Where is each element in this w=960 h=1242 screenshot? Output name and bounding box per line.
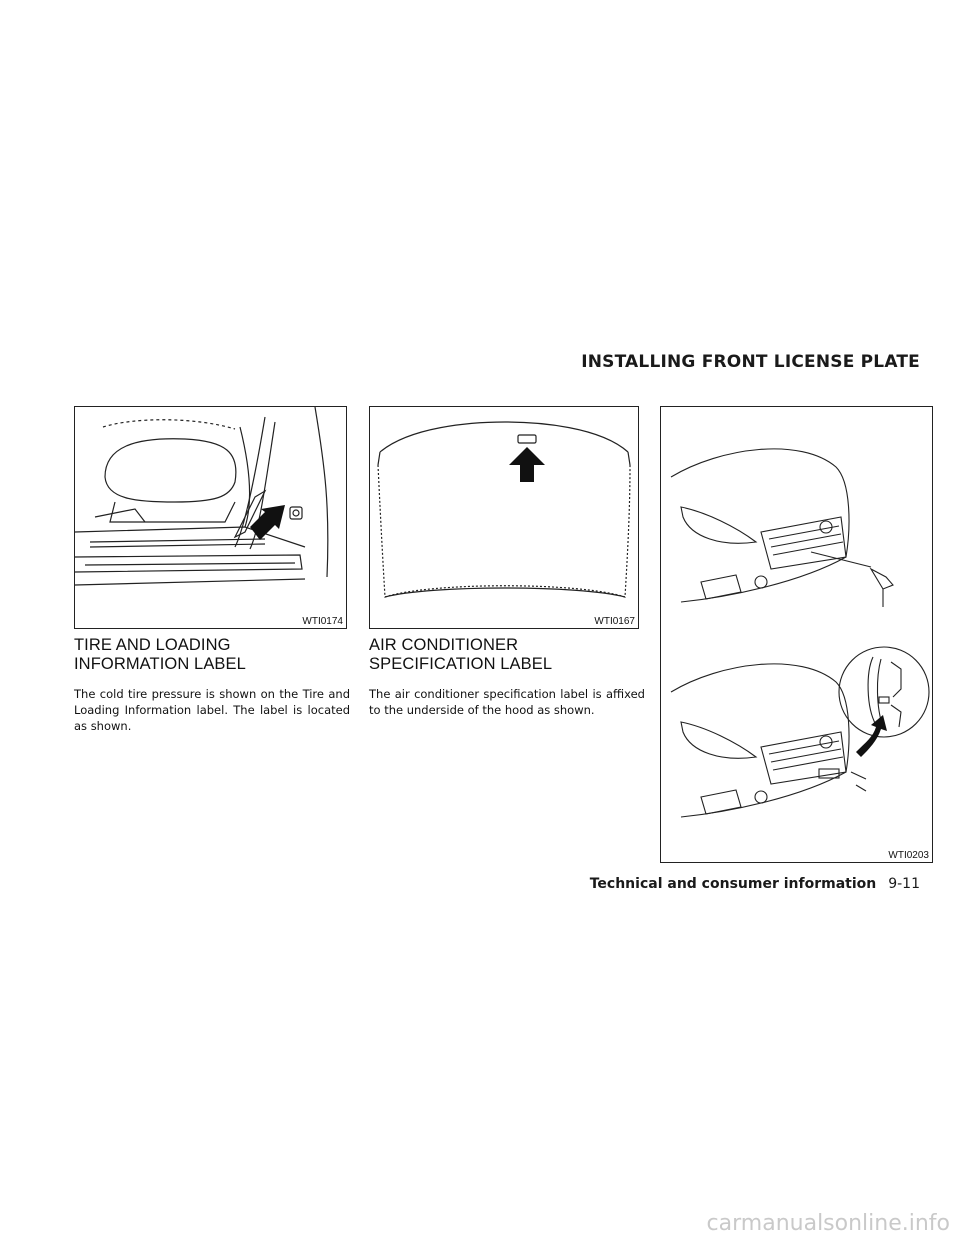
section-tire-loading: TIRE AND LOADING INFORMATION LABEL The c… <box>74 636 350 734</box>
section-title: TIRE AND LOADING INFORMATION LABEL <box>74 636 246 673</box>
figure-license-plate: WTI0203 <box>660 406 933 863</box>
figure-code: WTI0174 <box>302 616 343 627</box>
section-body: The air conditioner specification label … <box>369 687 645 717</box>
section-heading: INSTALLING FRONT LICENSE PLATE <box>581 352 920 372</box>
seat-door-sill-illustration <box>75 407 329 586</box>
section-body: The cold tire pressure is shown on the T… <box>74 687 350 733</box>
footer-page-number: 9-11 <box>888 876 920 892</box>
figure-ac-label: WTI0167 <box>369 406 639 629</box>
figure-code: WTI0167 <box>594 616 635 627</box>
section-air-conditioner: AIR CONDITIONER SPECIFICATION LABEL The … <box>369 636 645 718</box>
watermark-text: carmanualsonline.info <box>706 1211 950 1236</box>
figure-tire-label: WTI0174 <box>74 406 347 629</box>
section-title: AIR CONDITIONER SPECIFICATION LABEL <box>369 636 553 673</box>
page-footer: Technical and consumer information 9-11 <box>590 876 920 892</box>
hood-underside-illustration <box>377 421 631 598</box>
footer-chapter: Technical and consumer information <box>589 876 877 892</box>
front-bumper-license-plate-illustration <box>670 448 930 818</box>
figure-code: WTI0203 <box>888 850 929 861</box>
